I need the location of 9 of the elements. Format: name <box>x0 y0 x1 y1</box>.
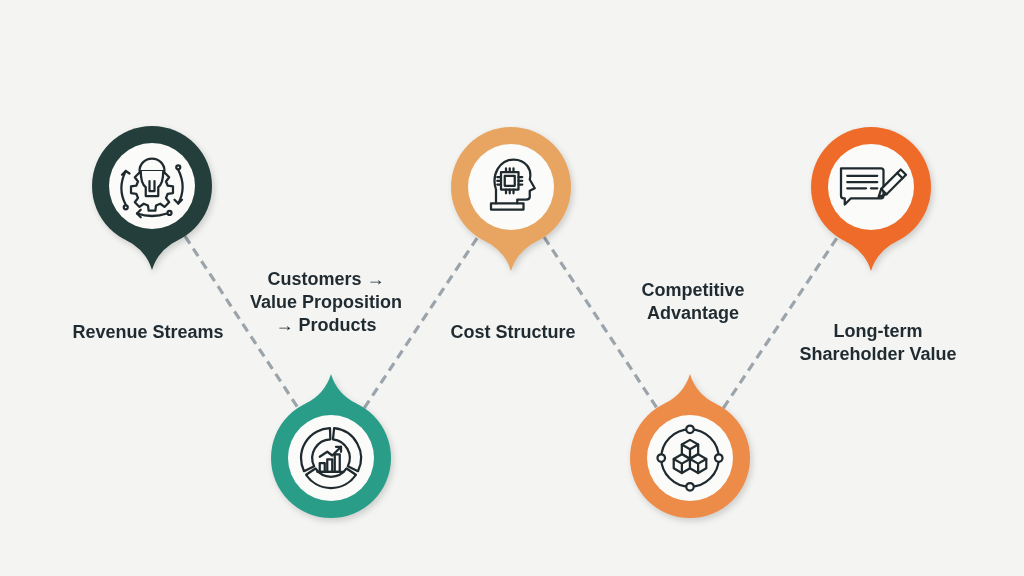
connector-line <box>362 236 480 409</box>
step-label: Revenue Streams <box>71 321 225 344</box>
connector-line <box>542 236 659 409</box>
step-label: Cost Structure <box>449 321 577 344</box>
connector-line <box>183 235 300 409</box>
connector-line <box>722 236 839 409</box>
step-label: Competitive Advantage <box>640 279 746 325</box>
step-label: Long-term Shareholder Value <box>798 320 958 366</box>
step-label: Customers → Value Proposition → Products <box>249 268 403 337</box>
